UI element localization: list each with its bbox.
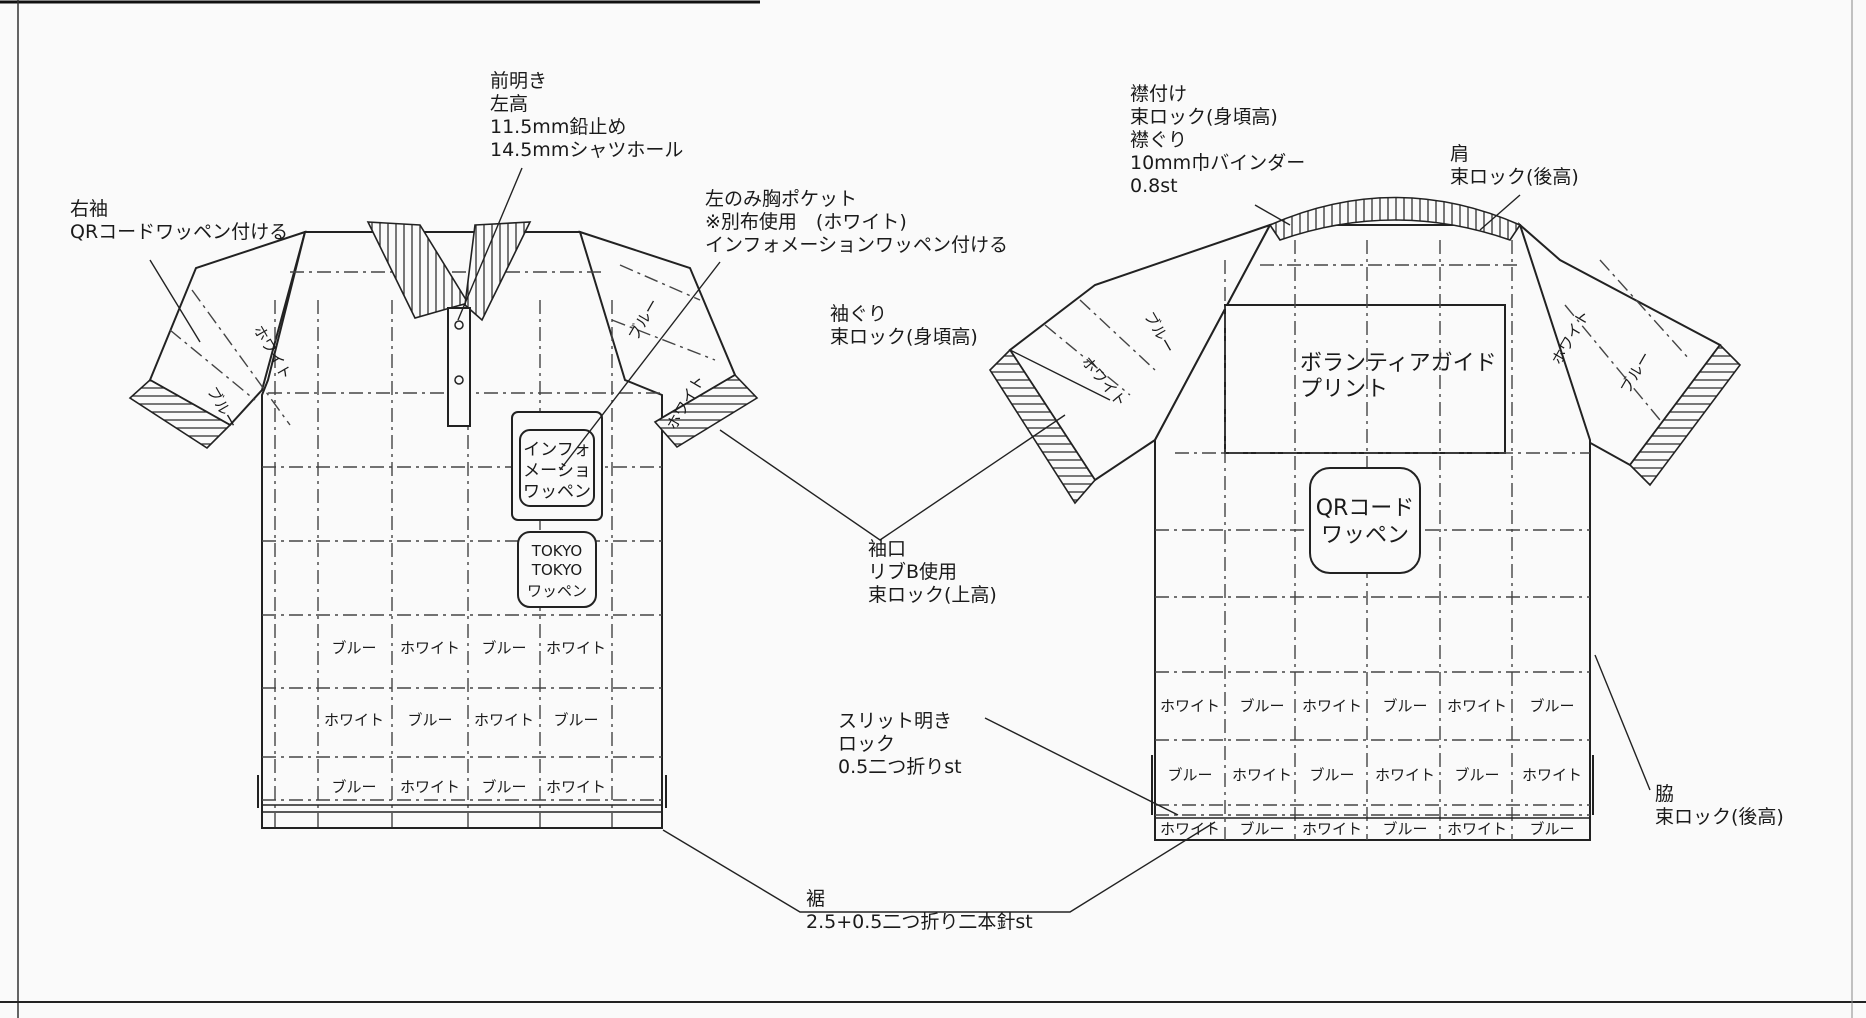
- front-r3-c4: ホワイト: [546, 778, 606, 796]
- back-print-panel: [1224, 304, 1506, 454]
- front-opening-line-4: 14.5mmシャツホール: [490, 139, 683, 161]
- left-pocket-line-3: インフォメーションワッペン付ける: [705, 234, 1008, 256]
- front-opening-line-1: 前明き: [490, 70, 547, 92]
- back-r2-c4: ホワイト: [1375, 766, 1435, 784]
- front-placket: [447, 307, 471, 427]
- front-r1-c2: ホワイト: [400, 639, 460, 657]
- back-r2-c2: ホワイト: [1232, 766, 1292, 784]
- shoulder-line-1: 肩: [1450, 143, 1469, 165]
- cuff-line-2: リブB使用: [868, 560, 957, 583]
- front-r1-c3: ブルー: [481, 639, 526, 657]
- front-r3-c3: ブルー: [481, 778, 526, 796]
- back-print-line-2: プリント: [1300, 377, 1388, 402]
- collar-line-5: 0.8st: [1130, 175, 1178, 197]
- back-r1-c3: ホワイト: [1302, 697, 1362, 715]
- back-r1-c6: ブルー: [1529, 697, 1574, 715]
- front-view: インフォ メーショ ワッペン TOKYO TOKYO ワッペン ブルー ホワイト…: [128, 221, 759, 829]
- front-r2-c1: ホワイト: [324, 711, 384, 729]
- back-collar: [1268, 196, 1522, 241]
- back-r1-c2: ブルー: [1239, 697, 1284, 715]
- back-view: ボランティアガイド プリント QRコード ワッペ: [988, 196, 1742, 841]
- front-collar-right: [366, 221, 470, 319]
- back-r1-c4: ブルー: [1382, 697, 1427, 715]
- slit-line-2: ロック: [838, 733, 895, 755]
- back-r3-c2: ブルー: [1239, 820, 1284, 838]
- front-r2-c4: ブルー: [553, 711, 598, 729]
- collar-line-1: 襟付け: [1130, 83, 1187, 105]
- annotations: 前明き 左高 11.5mm鉛止め 14.5mmシャツホール 右袖 QRコードワッ…: [70, 70, 1784, 933]
- collar-line-4: 10mm巾バインダー: [1130, 152, 1305, 174]
- back-r1-c5: ホワイト: [1447, 697, 1507, 715]
- info-patch-line-1: インフォ: [523, 440, 591, 460]
- qr-patch: [1309, 467, 1421, 574]
- armhole-line-1: 袖ぐり: [830, 303, 887, 325]
- hem-line-1: 裾: [806, 888, 825, 910]
- slit-line-1: スリット明き: [838, 710, 952, 732]
- collar-line-3: 襟ぐり: [1130, 129, 1187, 151]
- front-left-cuff: [653, 373, 759, 449]
- back-r2-c6: ホワイト: [1522, 766, 1582, 784]
- front-opening-line-3: 11.5mm鉛止め: [490, 116, 626, 138]
- front-r1-c1: ブルー: [331, 639, 376, 657]
- tokyo-patch-line-1: TOKYO: [531, 542, 582, 560]
- back-r2-c1: ブルー: [1167, 766, 1212, 784]
- cuff-line-1: 袖口: [868, 538, 906, 560]
- tokyo-patch-line-2: TOKYO: [531, 561, 582, 579]
- right-sleeve-line-1: 右袖: [70, 198, 108, 220]
- back-r3-c5: ホワイト: [1447, 820, 1507, 838]
- left-pocket-line-1: 左のみ胸ポケット: [705, 188, 857, 210]
- back-r2-c3: ブルー: [1309, 766, 1354, 784]
- armhole-line-2: 束ロック(身頃高): [830, 326, 978, 348]
- hem-line-2: 2.5+0.5二つ折り二本針st: [806, 911, 1033, 933]
- back-print-line-1: ボランティアガイド: [1300, 351, 1497, 376]
- tokyo-patch: [517, 531, 597, 608]
- side-line-2: 束ロック(後高): [1655, 806, 1784, 828]
- back-color-labels: ホワイト ブルー ホワイト ブルー ホワイト ブルー ブルー ホワイト ブルー …: [1078, 307, 1655, 838]
- shoulder-line-2: 束ロック(後高): [1450, 166, 1579, 188]
- front-r2-c3: ホワイト: [474, 711, 534, 729]
- front-button: [454, 320, 464, 330]
- front-body: [261, 231, 663, 829]
- qr-patch-line-1: QRコード: [1316, 496, 1415, 521]
- leader-lines: [149, 167, 1651, 913]
- front-right-cuff: [128, 379, 232, 450]
- left-pocket-line-2: ※別布使用 (ホワイト): [705, 211, 907, 233]
- right-sleeve-line-2: QRコードワッペン付ける: [70, 221, 288, 243]
- front-opening-line-2: 左高: [490, 93, 528, 115]
- cuff-line-3: 束ロック(上高): [868, 584, 997, 606]
- back-left-cuff: [988, 348, 1097, 505]
- back-r2-c5: ブルー: [1454, 766, 1499, 784]
- qr-patch-line-2: ワッペン: [1321, 523, 1409, 548]
- collar-line-2: 束ロック(身頃高): [1130, 106, 1278, 128]
- info-patch-line-3: ワッペン: [523, 482, 591, 502]
- back-r3-c4: ブルー: [1382, 820, 1427, 838]
- back-r1-c1: ホワイト: [1160, 697, 1220, 715]
- back-r3-c1: ホワイト: [1160, 820, 1220, 838]
- slit-line-3: 0.5二つ折りst: [838, 756, 962, 778]
- info-patch-line-2: メーショ: [523, 461, 591, 481]
- tokyo-patch-line-3: ワッペン: [527, 582, 587, 600]
- front-collar-left: [464, 221, 532, 322]
- front-r2-c2: ブルー: [407, 711, 452, 729]
- back-r3-c6: ブルー: [1529, 820, 1574, 838]
- back-right-cuff: [1628, 343, 1742, 487]
- side-line-1: 脇: [1655, 783, 1674, 805]
- front-r3-c1: ブルー: [331, 778, 376, 796]
- back-r3-c3: ホワイト: [1302, 820, 1362, 838]
- back-plaid-grid: [1044, 240, 1691, 840]
- front-r1-c4: ホワイト: [546, 639, 606, 657]
- front-buttonhole: [454, 375, 464, 385]
- front-r3-c2: ホワイト: [400, 778, 460, 796]
